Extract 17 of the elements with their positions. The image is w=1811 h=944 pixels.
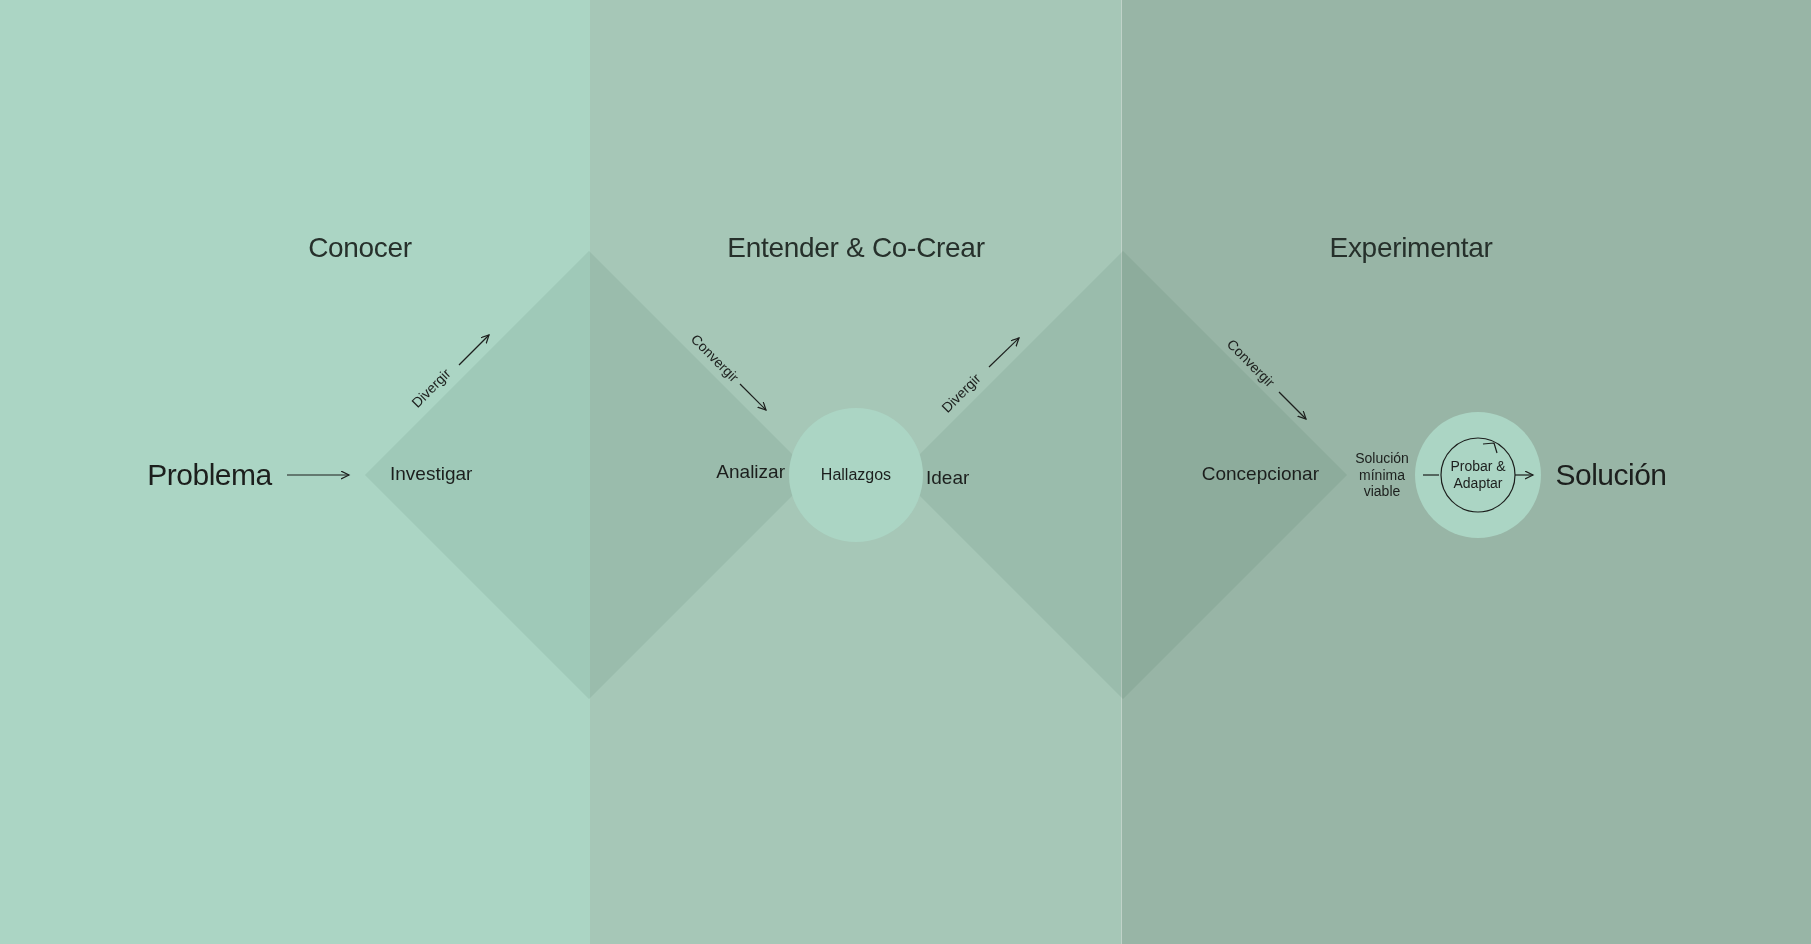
- arrow: [1514, 470, 1534, 480]
- endpoint-label: Problema: [147, 458, 272, 492]
- phase-title: Experimentar: [1329, 232, 1493, 264]
- phase-title: Conocer: [308, 232, 412, 264]
- phase-band: [590, 0, 1121, 944]
- endpoint-label: Solución: [1555, 458, 1667, 492]
- step-label: Probar & Adaptar: [1449, 458, 1507, 492]
- step-label: Idear: [926, 467, 971, 490]
- phase-band: [1121, 0, 1811, 944]
- step-label: Solución mínima viable: [1354, 449, 1410, 501]
- step-label: Concepcionar: [1200, 463, 1319, 486]
- step-label: Analizar: [715, 461, 785, 484]
- step-label: Hallazgos: [820, 466, 892, 484]
- step-label: Investigar: [390, 463, 474, 486]
- arrow: [286, 470, 350, 480]
- phase-band: [0, 0, 590, 944]
- phase-title: Entender & Co-Crear: [727, 232, 985, 264]
